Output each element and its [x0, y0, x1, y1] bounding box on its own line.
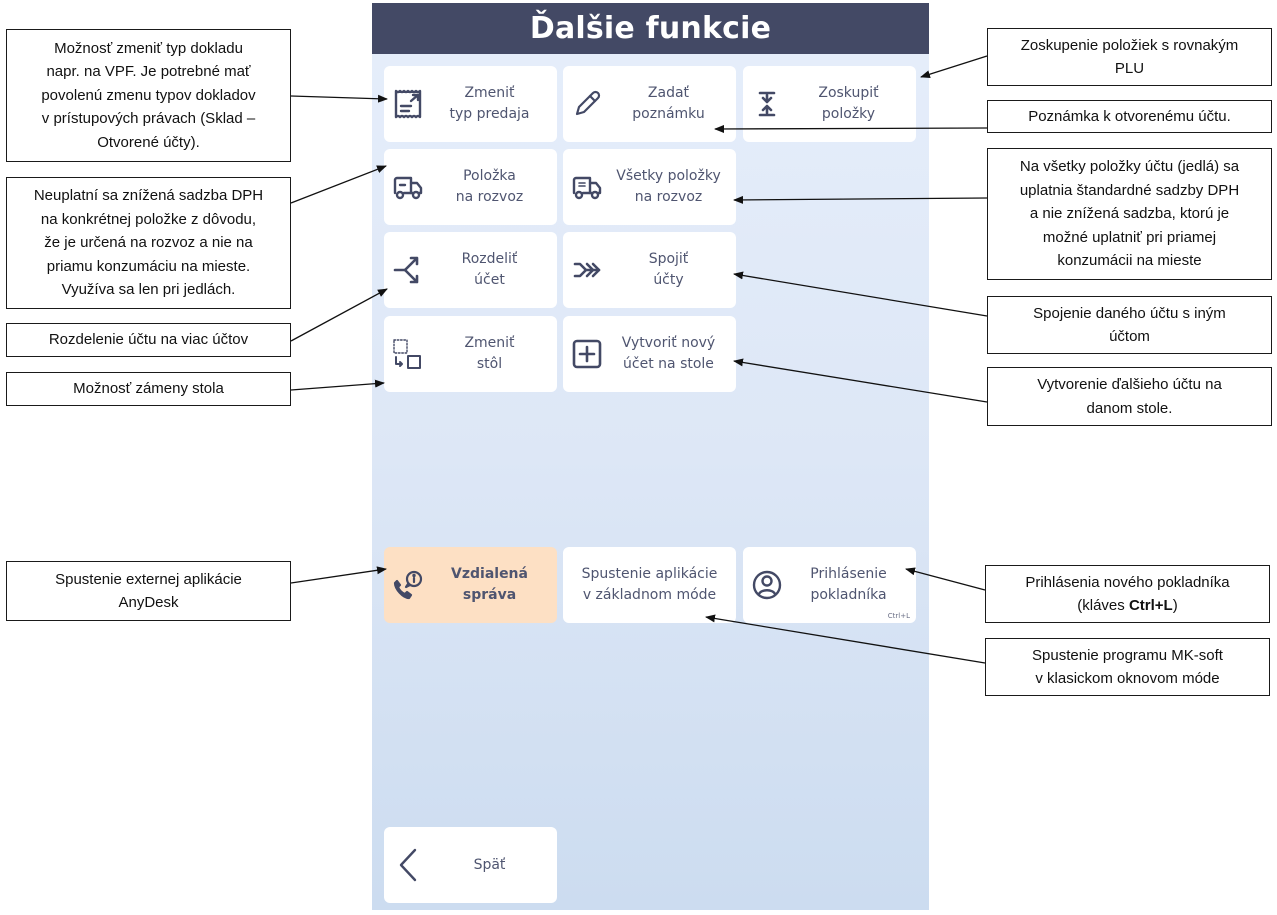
page-title: Ďalšie funkcie	[372, 3, 929, 54]
annotation-basic-mode: Spustenie programu MK-soft v klasickom o…	[985, 638, 1270, 696]
change-sale-type-button[interactable]: Zmeniť typ predaja	[384, 66, 557, 142]
phone-info-icon	[390, 567, 426, 603]
new-bill-on-table-button[interactable]: Vytvoriť nový účet na stole	[563, 316, 736, 392]
all-items-delivery-label: Všetky položky na rozvoz	[616, 168, 721, 205]
delivery-truck-icon	[390, 169, 426, 205]
add-note-button[interactable]: Zadať poznámku	[563, 66, 736, 142]
annotation-cashier-login-text: Prihlásenia nového pokladníka (kláves	[1025, 573, 1230, 615]
group-items-button[interactable]: Zoskupiť položky	[743, 66, 916, 142]
annotation-add-note: Poznámka k otvorenému účtu.	[987, 100, 1272, 133]
add-note-label: Zadať poznámku	[632, 85, 705, 122]
annotation-item-delivery: Neuplatní sa znížená sadzba DPH na konkr…	[6, 177, 291, 309]
annotation-new-bill-on-table: Vytvorenie ďalšieho účtu na danom stole.	[987, 367, 1272, 426]
annotation-change-table: Možnosť zámeny stola	[6, 372, 291, 406]
merge-arrow-icon	[569, 252, 605, 288]
back-button[interactable]: Späť	[384, 827, 557, 903]
split-arrow-icon	[390, 252, 426, 288]
item-delivery-label: Položka na rozvoz	[455, 168, 524, 205]
cashier-login-label: Prihlásenie pokladníka	[810, 566, 887, 603]
annotation-change-sale-type: Možnosť zmeniť typ dokladu napr. na VPF.…	[6, 29, 291, 162]
cashier-login-button[interactable]: Prihlásenie pokladníka Ctrl+L	[743, 547, 916, 623]
arrow-group-items	[920, 55, 988, 79]
annotation-all-items-delivery: Na všetky položky účtu (jedlá) sa uplatn…	[987, 148, 1272, 280]
annotation-split-bill: Rozdelenie účtu na viac účtov	[6, 323, 291, 357]
collapse-vertical-icon	[749, 86, 785, 122]
chevron-left-icon	[390, 847, 426, 883]
new-bill-on-table-label: Vytvoriť nový účet na stole	[621, 335, 716, 372]
remote-support-label: Vzdialená správa	[451, 566, 528, 603]
split-bill-button[interactable]: Rozdeliť účet	[384, 232, 557, 308]
delivery-truck-list-icon	[569, 169, 605, 205]
basic-mode-label: Spustenie aplikácie v základnom móde	[581, 566, 718, 603]
annotation-remote-support: Spustenie externej aplikácie AnyDesk	[6, 561, 291, 621]
merge-bills-button[interactable]: Spojiť účty	[563, 232, 736, 308]
annotation-cashier-login: Prihlásenia nového pokladníka (kláves Ct…	[985, 565, 1270, 623]
change-table-button[interactable]: Zmeniť stôl	[384, 316, 557, 392]
remote-support-button[interactable]: Vzdialená správa	[384, 547, 557, 623]
shortcut-hint: Ctrl+L	[887, 612, 910, 620]
split-bill-label: Rozdeliť účet	[461, 251, 518, 288]
annotation-group-items: Zoskupenie položiek s rovnakým PLU	[987, 28, 1272, 86]
plus-square-icon	[569, 336, 605, 372]
move-table-icon	[390, 336, 426, 372]
annotation-cashier-login-key: Ctrl+L	[1128, 597, 1173, 614]
user-circle-icon	[749, 567, 785, 603]
group-items-label: Zoskupiť položky	[818, 85, 879, 122]
change-table-label: Zmeniť stôl	[464, 335, 515, 372]
all-items-delivery-button[interactable]: Všetky položky na rozvoz	[563, 149, 736, 225]
basic-mode-button[interactable]: Spustenie aplikácie v základnom móde	[563, 547, 736, 623]
pencil-icon	[569, 86, 605, 122]
additional-functions-panel: Ďalšie funkcie Zmeniť typ predaja Zadať …	[372, 3, 929, 910]
annotation-merge-bills: Spojenie daného účtu s iným účtom	[987, 296, 1272, 354]
change-sale-type-label: Zmeniť typ predaja	[449, 85, 530, 122]
back-label: Späť	[473, 856, 506, 873]
arrow-change-table	[290, 379, 385, 391]
annotation-cashier-login-suffix: )	[1172, 597, 1178, 614]
item-delivery-button[interactable]: Položka na rozvoz	[384, 149, 557, 225]
receipt-icon	[390, 86, 426, 122]
merge-bills-label: Spojiť účty	[648, 251, 689, 288]
